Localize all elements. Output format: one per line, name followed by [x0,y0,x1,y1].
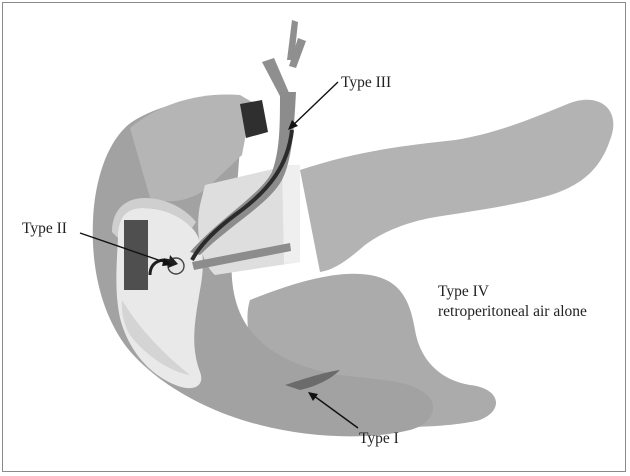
label-type-ii: Type II [22,220,67,237]
label-type-i: Type I [359,430,399,447]
label-type-iii: Type III [341,74,391,91]
type-iii-pointer [290,82,338,128]
label-type-iv-desc: retroperitoneal air alone [438,303,587,320]
label-type-iv: Type IV [438,283,490,300]
pancreas-body [300,100,613,272]
